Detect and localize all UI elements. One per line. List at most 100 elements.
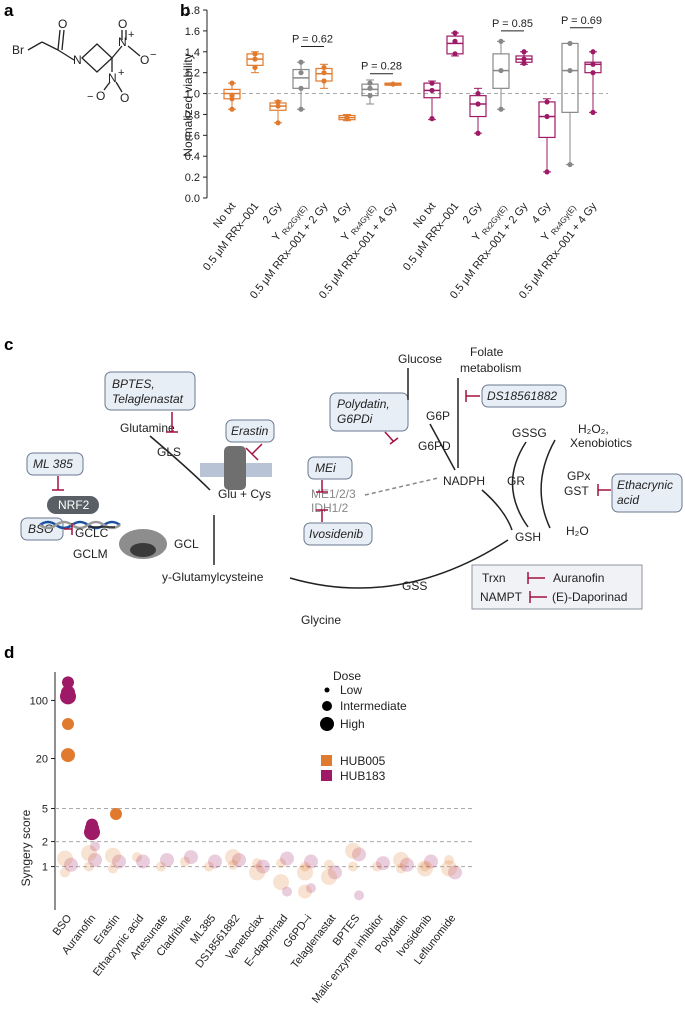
d-point-faded	[249, 864, 265, 881]
d-point-faded	[420, 861, 430, 872]
b-point	[567, 67, 573, 74]
d-points	[57, 676, 462, 901]
d-legend-int: Intermediate	[340, 699, 407, 713]
d-point-faded	[444, 854, 454, 865]
b-point	[298, 106, 304, 112]
b-xlabel: 4 Gy	[330, 200, 354, 226]
drug-ds: DS18561882	[487, 389, 557, 403]
b-pvalue-label: P = 0.85	[492, 18, 533, 30]
b-point	[275, 103, 281, 109]
inhibit-g6pd	[384, 431, 399, 445]
drug-box-mei	[307, 456, 353, 480]
node-gssg: GSSG	[512, 426, 547, 440]
d-point-faded	[276, 858, 286, 869]
b-point	[452, 38, 458, 44]
atom-n-nitro2: N	[108, 71, 117, 85]
d-point-faded	[204, 861, 214, 872]
b-point	[521, 60, 527, 66]
node-gr: GR	[507, 474, 525, 488]
nrf2-shape	[47, 496, 99, 514]
atom-o2b: O	[120, 91, 129, 105]
b-point	[475, 90, 481, 97]
inset-box	[471, 564, 643, 610]
atom-plus2: +	[118, 67, 124, 79]
d-point-faded	[448, 865, 462, 880]
d-point-faded	[396, 863, 406, 874]
b-ytick-label: 1.0	[185, 89, 200, 101]
drug-box-ethacrynic	[611, 473, 683, 513]
d-ytick-label: 20	[36, 754, 48, 766]
d-point-faded	[112, 854, 126, 869]
inhibit-trxn	[527, 572, 545, 584]
b-point	[429, 116, 435, 122]
b-point	[475, 101, 481, 107]
arrow-gpx	[540, 439, 556, 529]
panel-label-b: b	[180, 1, 190, 20]
d-legend-swatch-hub183	[321, 770, 332, 781]
b-point	[275, 120, 281, 126]
inhibit-gst	[597, 484, 611, 496]
b-yticks: 0.00.20.40.60.81.01.21.41.61.8	[185, 5, 208, 205]
b-point	[275, 99, 281, 105]
d-point-hub005	[62, 718, 74, 731]
b-point	[252, 51, 258, 57]
node-xeno: Xenobiotics	[570, 436, 632, 450]
drug-bso: BSO	[28, 522, 53, 536]
d-legend-hub005: HUB005	[340, 754, 386, 768]
drug-box-polydatin	[329, 392, 409, 432]
node-g6pd: G6PD	[418, 439, 451, 453]
b-pvalue-label: P = 0.62	[292, 34, 333, 46]
d-point-hub005	[61, 748, 75, 763]
drug-ivosidenib: Ivosidenib	[309, 527, 363, 541]
b-point	[452, 51, 458, 57]
node-folate: Folate	[470, 345, 504, 359]
d-point-faded	[57, 850, 73, 867]
b-point	[544, 169, 550, 175]
drug-g6pdi: G6PDi	[337, 412, 373, 426]
b-pvalue-label: P = 0.69	[561, 15, 602, 27]
node-gglu: y-Glutamylcysteine	[162, 570, 264, 584]
drug-box-ds	[481, 384, 567, 408]
d-point-faded	[352, 847, 366, 862]
atom-o1b: O	[140, 53, 149, 67]
drug-box-ml385	[26, 452, 84, 476]
d-legend-swatch-hub005	[321, 755, 332, 766]
atom-o2a: O	[96, 89, 105, 103]
b-xlabel: 0.5 μM RRx–001 + 2 Gy	[448, 200, 531, 301]
node-me: ME1/2/3	[311, 487, 356, 501]
node-g6p: G6P	[426, 409, 450, 423]
panel-label-d: d	[4, 643, 14, 662]
b-xlabel: 2 Gy	[261, 200, 285, 226]
d-point-faded	[376, 856, 390, 871]
b-point	[298, 85, 304, 91]
b-ytick-label: 0.4	[185, 151, 200, 163]
d-point-faded	[345, 842, 361, 859]
b-ytick-label: 1.6	[185, 26, 200, 38]
chemical-structure: Br O N N + O O − N + O − O	[12, 17, 156, 105]
b-ytick-label: 0.2	[185, 172, 200, 184]
d-point-faded	[372, 861, 382, 872]
d-point-faded	[64, 857, 78, 872]
drug-mei: MEi	[315, 461, 336, 475]
d-point-hub183	[84, 824, 100, 841]
node-gsh: GSH	[515, 530, 541, 544]
d-point-faded	[132, 852, 142, 863]
d-point-faded	[417, 860, 433, 877]
b-point	[298, 59, 304, 65]
inhibit-nampt	[529, 591, 547, 603]
node-glycine: Glycine	[301, 613, 341, 627]
d-legend-high: High	[340, 717, 365, 731]
transporter-icon	[224, 446, 246, 490]
b-point	[452, 30, 458, 36]
d-legend-hub183: HUB183	[340, 769, 386, 783]
d-point-faded	[228, 859, 238, 870]
d-point-faded	[348, 861, 358, 872]
arrow-me	[364, 477, 439, 496]
inset-nampt: NAMPT	[480, 590, 523, 604]
b-point	[229, 106, 235, 112]
d-point-hub183	[62, 676, 74, 689]
d-point-faded	[324, 859, 334, 870]
d-legend-dot-int	[322, 701, 332, 711]
